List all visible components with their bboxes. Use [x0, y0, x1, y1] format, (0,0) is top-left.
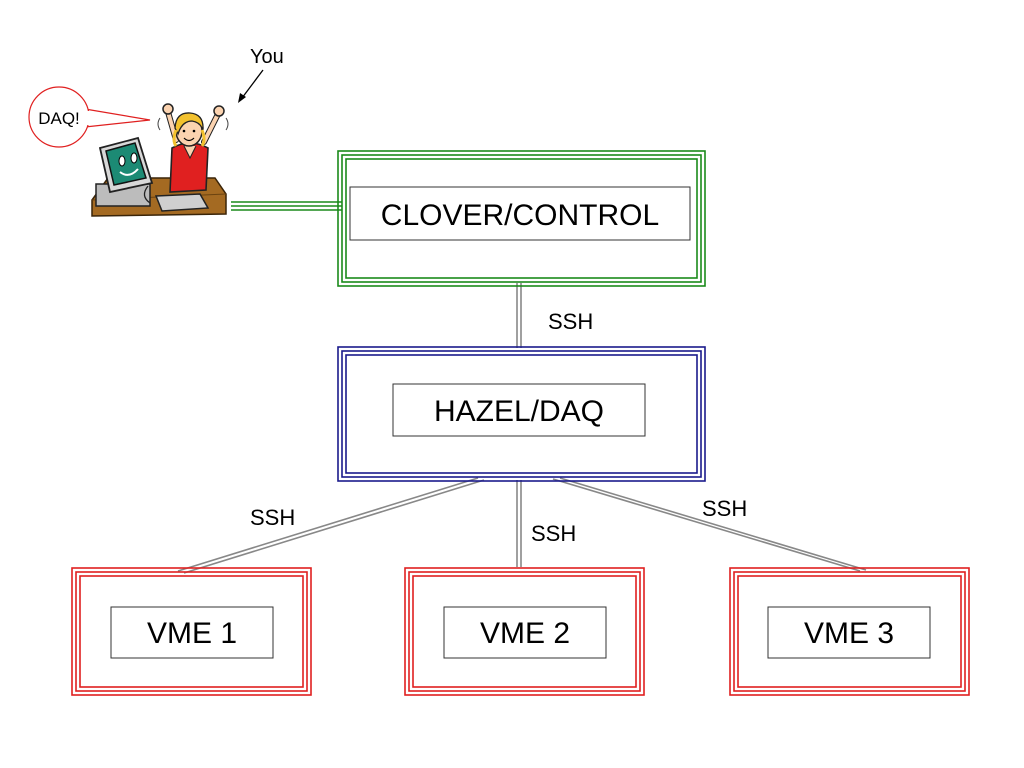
vme1-node: VME 1: [71, 567, 312, 696]
daq-vme2-connection: [516, 480, 522, 567]
you-label: You: [250, 46, 284, 68]
vme3-node: VME 3: [729, 567, 970, 696]
control-daq-connection: [516, 283, 522, 348]
daq-vme3-edge-label: SSH: [702, 496, 747, 521]
user-clipart: [91, 103, 229, 217]
vme3-node-label: VME 3: [804, 617, 894, 650]
person-cheering-icon: [157, 103, 229, 193]
user-control-connection: [231, 201, 342, 211]
keyboard-icon: [143, 185, 210, 212]
daq-vme3-connection: [552, 477, 867, 572]
vme1-node-label: VME 1: [147, 617, 237, 650]
daq-vme2-edge-label: SSH: [531, 521, 576, 546]
vme2-node: VME 2: [404, 567, 645, 696]
computer-monitor-icon: [95, 136, 154, 207]
arrow-icon: [238, 69, 264, 103]
daq-node-label: HAZEL/DAQ: [434, 395, 604, 428]
speech-bubble-label: DAQ!: [38, 109, 80, 128]
daq-vme1-edge-label: SSH: [250, 505, 295, 530]
daq-node: HAZEL/DAQ: [337, 346, 706, 482]
control-node: CLOVER/CONTROL: [337, 150, 706, 287]
daq-vme1-connection: [177, 477, 485, 574]
control-node-label: CLOVER/CONTROL: [381, 199, 659, 232]
control-daq-edge-label: SSH: [548, 309, 593, 334]
vme2-node-label: VME 2: [480, 617, 570, 650]
speech-bubble-icon: DAQ!: [28, 86, 151, 148]
